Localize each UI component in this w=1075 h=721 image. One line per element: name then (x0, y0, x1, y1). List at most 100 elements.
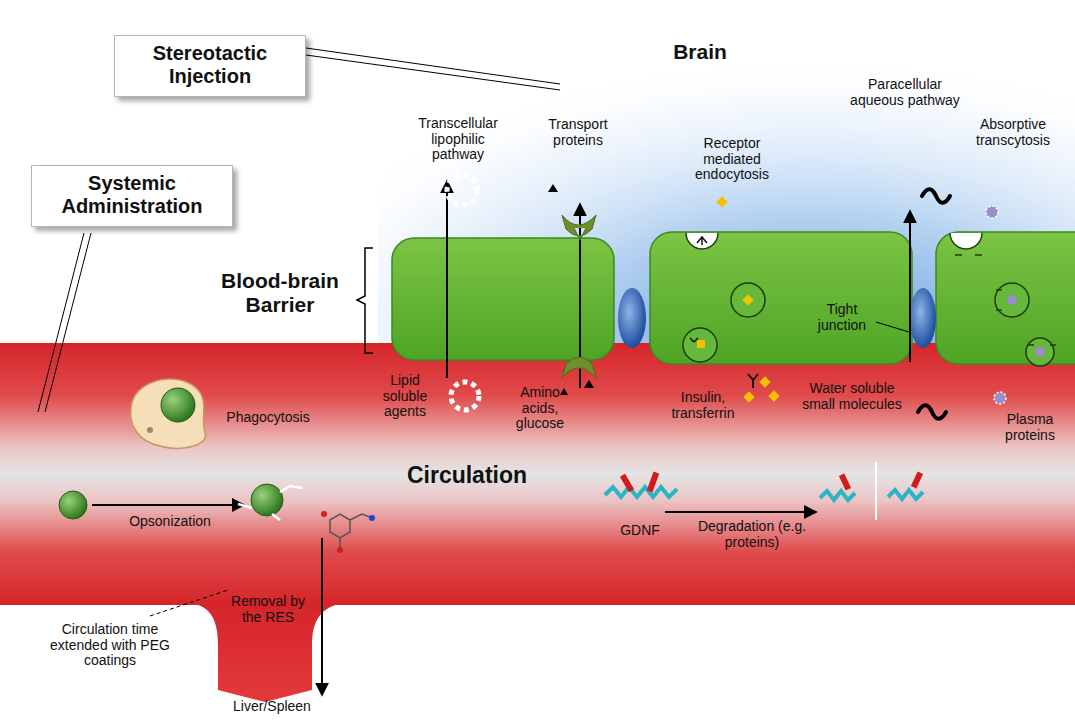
vesicle (1026, 338, 1054, 366)
agent-label: Amino acids, glucose (508, 385, 572, 432)
lipid-agent (451, 382, 479, 410)
receptor-ligand (743, 391, 754, 402)
leader-line (306, 48, 560, 84)
leader-line (38, 48, 909, 616)
leader-line (876, 322, 909, 332)
blood-vessel (0, 343, 1075, 702)
pathway-label: Paracellular aqueous pathway (850, 77, 960, 108)
leader-line (150, 590, 228, 616)
amino-acid (548, 184, 558, 192)
small-molecule (330, 514, 372, 550)
receptor-ligand (697, 237, 707, 245)
small-molecule (321, 511, 327, 517)
agent-label: Insulin, transferrin (663, 390, 743, 421)
gdnf-protein (888, 490, 923, 499)
receptor-ligand (742, 294, 753, 305)
receptor-ligand (716, 196, 727, 207)
leader-line (45, 233, 91, 412)
endothelial-cell (936, 232, 1075, 364)
vesicle (683, 233, 1056, 366)
organ-label: Liver/Spleen (217, 699, 327, 715)
pathway-label: Transport proteins (538, 117, 618, 148)
receptor-ligand (690, 338, 698, 342)
plasma-protein (994, 392, 1006, 404)
method-box: Stereotactic Injection (114, 35, 306, 97)
vesicle (950, 233, 982, 249)
lipid-agent (447, 175, 477, 205)
vesicle (683, 328, 717, 362)
process-label: Opsonization (110, 514, 230, 530)
endothelial-cell (650, 232, 912, 364)
agent-label: Lipid soluble agents (370, 373, 440, 420)
gdnf-protein (911, 471, 923, 488)
plasma-protein (1007, 295, 1017, 305)
barrier-label: Blood-brain Barrier (195, 269, 365, 316)
water-soluble-molecule (922, 189, 950, 203)
bbb-bracket (357, 248, 373, 353)
pathway-label: Transcellular lipophilic pathway (408, 116, 508, 163)
water-soluble-molecule (918, 405, 946, 419)
macrophage (147, 427, 153, 433)
vesicle (996, 289, 1002, 291)
transport-protein (562, 215, 596, 240)
part-label: Tight junction (807, 302, 877, 333)
vesicle (996, 309, 1002, 311)
endothelial-cell (392, 232, 1075, 364)
gdnf-protein (839, 473, 851, 490)
receptor-ligand (759, 376, 770, 387)
note-label: Circulation time extended with PEG coati… (35, 622, 185, 669)
opsonization (238, 486, 302, 520)
vesicle (686, 233, 718, 249)
receptor-ligand (697, 340, 705, 348)
vesicle (731, 283, 765, 317)
small-molecule (321, 511, 375, 553)
region-title: Brain (645, 40, 755, 64)
region-title: Circulation (382, 463, 552, 489)
lipid-agent (447, 175, 479, 410)
tight-junction (910, 288, 936, 348)
vesicle (1050, 344, 1056, 346)
water-soluble-molecule (918, 189, 950, 419)
vesicle (955, 255, 1056, 345)
transport-protein (562, 357, 596, 378)
pathway-arrow (446, 182, 448, 378)
bbb-bracket (357, 248, 373, 353)
tight-junction (618, 288, 646, 348)
protein-label: GDNF (610, 523, 670, 539)
agent-label: Water soluble small molecules (802, 381, 902, 412)
method-box: Systemic Administration (31, 165, 233, 227)
res-removal-arrow (322, 538, 323, 694)
leader-line (38, 233, 84, 412)
macrophage (131, 379, 206, 448)
receptor-ligand (748, 374, 758, 388)
vesicle (1028, 344, 1034, 346)
gdnf-protein (620, 474, 634, 493)
box-text: Systemic Administration (47, 172, 217, 218)
pathway-arrow (909, 212, 911, 362)
transport-protein (562, 215, 596, 378)
gdnf-protein (647, 472, 659, 493)
small-molecule (369, 515, 375, 521)
opsonization (92, 504, 243, 506)
box-text: Stereotactic Injection (130, 42, 290, 88)
pathway-arrow (447, 182, 910, 388)
gdnf-protein (665, 511, 815, 513)
gdnf-protein (605, 487, 677, 497)
process-label: Degradation (e.g. proteins) (697, 519, 807, 550)
vesicle (975, 254, 982, 256)
gdnf-protein (820, 491, 855, 500)
amino-acid (548, 184, 594, 395)
receptor-ligand (690, 196, 780, 402)
amino-acid (560, 388, 568, 395)
tight-junction (618, 288, 936, 348)
process-label: Phagocytosis (213, 410, 323, 426)
pathway-label: Receptor mediated endocytosis (687, 136, 777, 183)
vesicle (995, 283, 1029, 317)
vesicle (955, 254, 962, 256)
gdnf-protein (605, 462, 923, 520)
small-molecule (337, 547, 343, 553)
process-label: Removal by the RES (227, 594, 309, 625)
